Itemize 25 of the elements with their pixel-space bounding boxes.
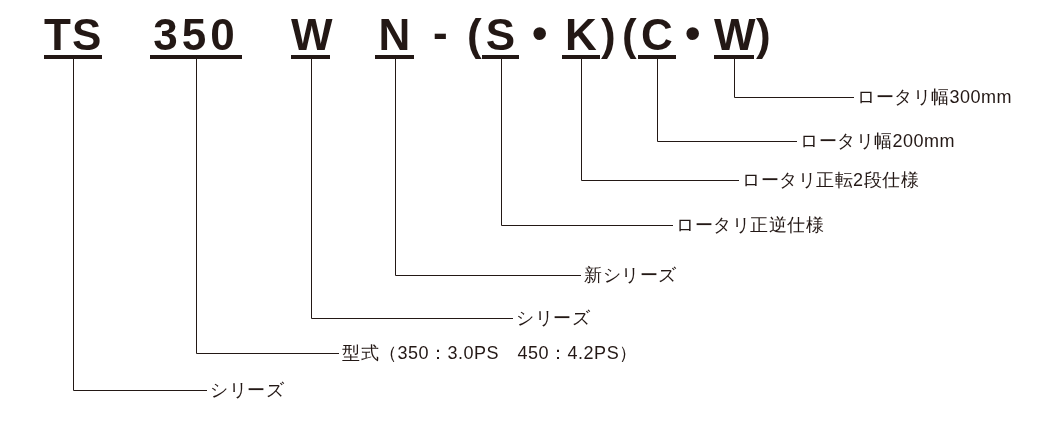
leader-line <box>73 58 208 391</box>
description-label: ロータリ幅300mm <box>857 86 1013 108</box>
leader-line <box>395 58 582 276</box>
leader-line <box>581 58 740 181</box>
description-label: ロータリ正逆仕様 <box>676 214 824 236</box>
leader-line <box>734 58 855 98</box>
description-label: 新シリーズ <box>584 264 677 286</box>
description-label: ロータリ正転2段仕様 <box>742 169 919 191</box>
model-code-segment: K <box>562 15 600 59</box>
model-code-segment: S <box>482 15 519 59</box>
model-code-segment: TS <box>44 15 102 59</box>
leader-line <box>501 58 674 226</box>
description-label: シリーズ <box>210 379 284 401</box>
model-code-segment: N <box>375 15 414 59</box>
leader-line <box>657 58 798 142</box>
leader-line <box>311 58 514 319</box>
description-label: シリーズ <box>516 307 590 329</box>
description-label: 型式（350：3.0PS 450：4.2PS） <box>342 342 638 364</box>
model-code-segment: 350 <box>150 15 242 59</box>
hyphen: - <box>433 13 448 53</box>
model-code-segment: C <box>638 15 676 59</box>
separator-dot: • <box>532 13 548 53</box>
separator-dot: • <box>685 13 701 53</box>
leader-line <box>196 58 340 354</box>
description-label: ロータリ幅200mm <box>800 130 956 152</box>
